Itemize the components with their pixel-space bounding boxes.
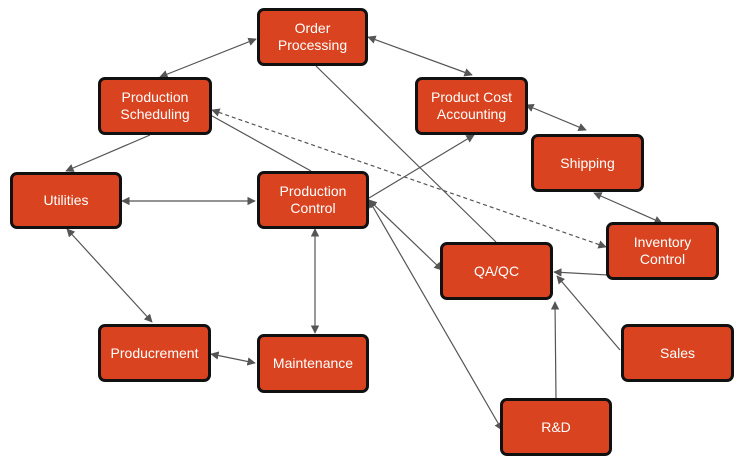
node-label: Shipping (560, 154, 615, 171)
edge-shipping-to-inventory_control (593, 192, 663, 224)
node-label: Production Control (279, 183, 347, 216)
edge-utilities-to-producrement (66, 228, 153, 323)
edge-order_processing-to-product_cost_accounting (367, 35, 473, 77)
edge-production_scheduling-to-utilities (65, 134, 151, 172)
node-label: Producrement (110, 344, 199, 361)
node-label: QA/QC (473, 262, 520, 279)
node-label: R&D (541, 418, 571, 435)
node-rnd[interactable]: R&D (500, 398, 612, 456)
node-label: Order Processing (277, 20, 348, 53)
node-order-processing[interactable]: Order Processing (257, 8, 368, 66)
edge-sales-to-qa_qc (556, 275, 621, 351)
node-inventory-control[interactable]: Inventory Control (606, 222, 719, 280)
node-sales[interactable]: Sales (621, 324, 734, 382)
edge-rnd-to-qa_qc (550, 301, 560, 399)
node-utilities[interactable]: Utilities (10, 172, 122, 229)
node-shipping[interactable]: Shipping (531, 134, 644, 192)
edge-production_control-to-rnd (368, 199, 503, 431)
node-production-scheduling[interactable]: Production Scheduling (98, 77, 212, 135)
node-label: Utilities (43, 192, 89, 208)
node-label: Production Scheduling (120, 89, 190, 122)
node-maintenance[interactable]: Maintenance (257, 334, 369, 393)
edge-production_control-to-production_scheduling (204, 111, 312, 172)
edge-producrement-to-maintenance (210, 351, 256, 366)
edge-product_cost_accounting-to-shipping (525, 104, 587, 131)
node-label: Inventory Control (633, 234, 692, 267)
node-label: Product Cost Accounting (431, 89, 512, 122)
node-qa-qc[interactable]: QA/QC (440, 242, 553, 300)
edge-production_control-to-product_cost_accounting (368, 134, 475, 199)
node-producrement[interactable]: Producrement (98, 324, 211, 382)
node-label: Maintenance (272, 355, 354, 371)
edge-production_control-to-qa_qc (368, 199, 443, 271)
node-label: Sales (659, 344, 696, 361)
edge-production_scheduling-to-order_processing (159, 37, 257, 79)
node-product-cost-accounting[interactable]: Product Cost Accounting (415, 77, 528, 135)
node-production-control[interactable]: Production Control (257, 171, 369, 229)
